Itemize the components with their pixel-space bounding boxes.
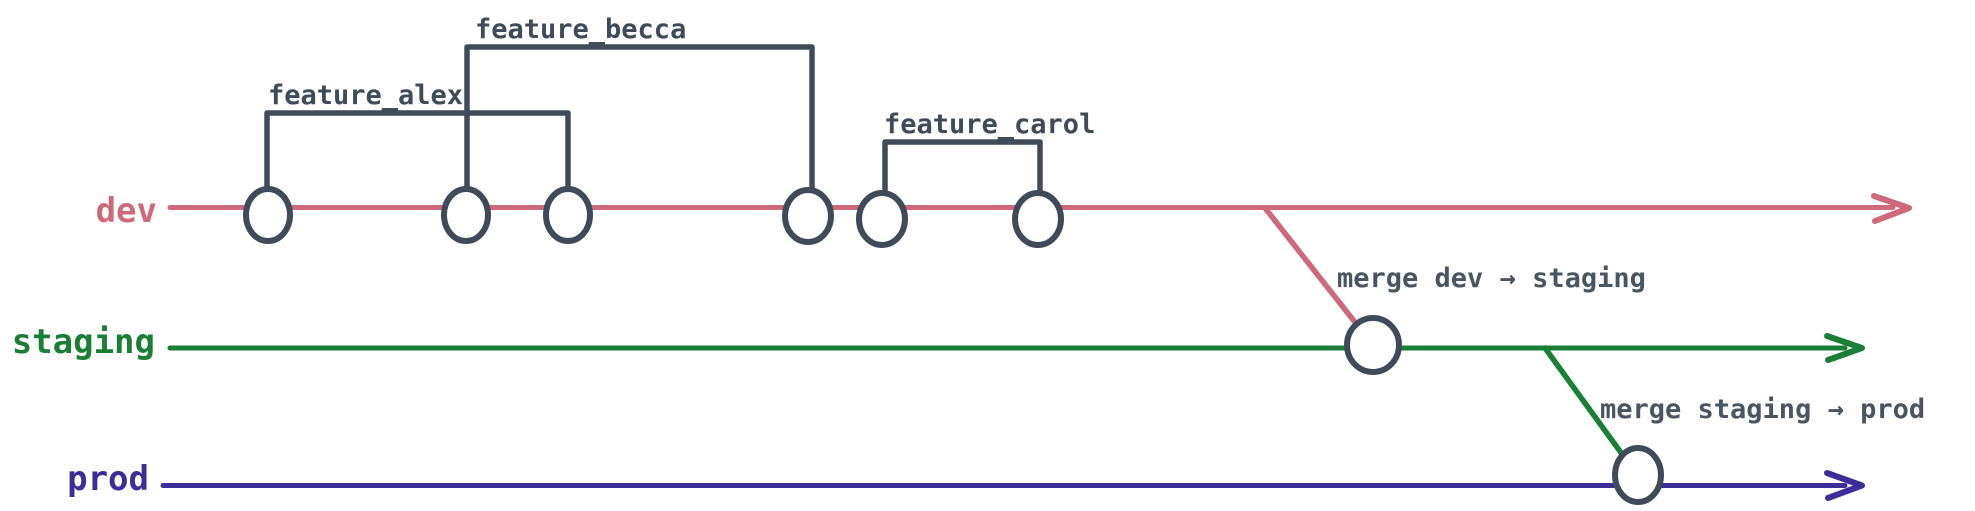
- feature-carol-bracket: [882, 139, 1043, 197]
- prod-branch: prod: [67, 459, 1865, 501]
- merge-edge-dev-to-staging: [1262, 205, 1372, 343]
- dev-branch-label: dev: [96, 191, 157, 231]
- prod-arrowhead-icon: [1824, 470, 1865, 501]
- feature-carol-label: feature_carol: [884, 109, 1095, 140]
- feature-becca-label: feature_becca: [475, 14, 686, 45]
- merge-staging-to-prod-label: merge staging → prod: [1600, 394, 1925, 425]
- merge-commit-node-staging: [1344, 315, 1402, 375]
- dev-arrowhead-icon: [1871, 193, 1912, 224]
- staging-arrowhead-icon: [1824, 333, 1865, 363]
- feature-alex-bracket: [264, 110, 571, 193]
- feature-becca-bracket: [464, 44, 815, 194]
- staging-branch: staging: [12, 322, 1865, 363]
- commit-node: [856, 190, 908, 248]
- commit-node: [243, 186, 293, 244]
- merge-edge-staging-to-prod: [1542, 345, 1638, 475]
- commit-node: [1012, 190, 1064, 248]
- commit-node: [543, 186, 593, 244]
- commit-node: [782, 187, 834, 245]
- prod-branch-label: prod: [67, 459, 149, 499]
- commit-node: [441, 186, 491, 244]
- dev-branch: dev: [96, 191, 1912, 231]
- feature-alex-label: feature_alex: [268, 80, 463, 111]
- merge-dev-to-staging-label: merge dev → staging: [1337, 263, 1646, 294]
- staging-branch-label: staging: [12, 322, 155, 362]
- merge-commit-node-prod: [1612, 445, 1664, 505]
